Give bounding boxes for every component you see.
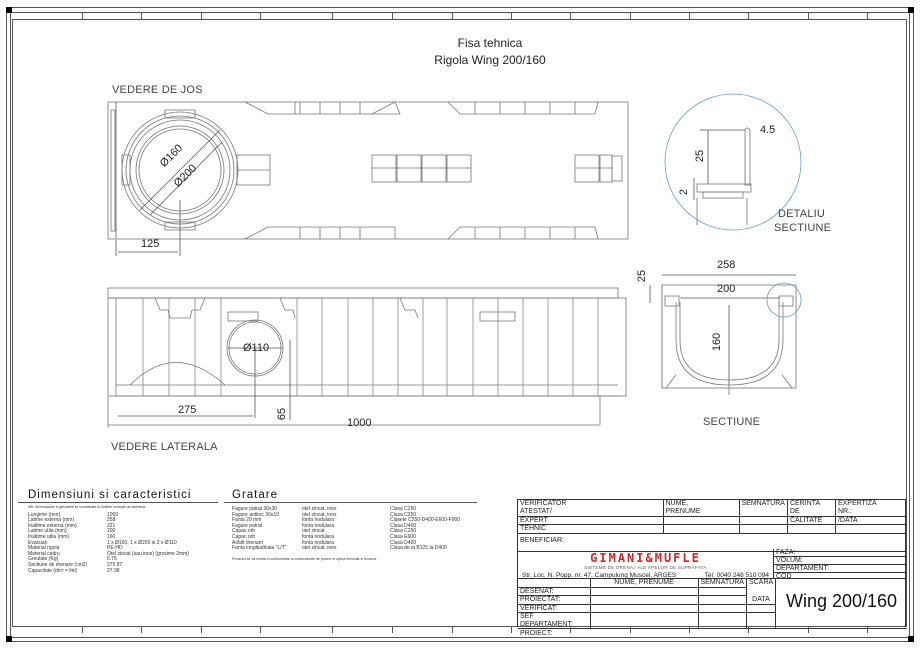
dim-275: 275: [178, 404, 197, 416]
grates-rule: [224, 502, 477, 503]
spec-row: Sectiune de drenare (cm2)275.87: [28, 561, 123, 568]
title-line-2: Rigola Wing 200/160: [434, 53, 546, 67]
document-title: Fisa tehnica Rigola Wing 200/160: [380, 35, 600, 69]
spec-row: Lungime (mm)1000: [28, 511, 119, 518]
specs-table: Lungime (mm)1000 Latime externa (mm)258 …: [28, 511, 218, 575]
product-code: Wing 200/160: [785, 590, 898, 611]
signatures-table: NUME, PRENUME SEMNATURA SCARA Wing 200/1…: [518, 578, 907, 639]
company-logo-block: GIMANI&MUFLE SISTEME DE DRENAJ ALE APELO…: [518, 549, 774, 579]
corner-mark: [6, 636, 12, 642]
section-label: SECTIUNE: [703, 416, 761, 428]
sheet-middle-border: [10, 12, 910, 638]
side-view-label: VEDERE LATERALA: [111, 441, 218, 453]
company-logo: GIMANI&MUFLE: [590, 551, 701, 565]
section-drawing: [649, 274, 802, 395]
grid-ticks-top: [12, 13, 907, 19]
detail-label-1: DETALIU: [778, 208, 826, 220]
spec-row: Inaltime utila (mm)160: [28, 533, 116, 540]
spec-row: Latime externa (mm)258: [28, 517, 116, 524]
sheet-outer-border: [6, 7, 914, 642]
sheet-inner-border: [12, 19, 907, 627]
specs-title: Dimensiuni si caracteristici: [28, 489, 192, 501]
company-tagline: SISTEME DE DRENAJ ALE APELOR DE SUPRAFAT…: [584, 565, 707, 570]
spec-row: Greutate (Kg)5.75: [28, 556, 117, 563]
specs-rule: [18, 502, 218, 503]
side-view-drawing: [107, 287, 627, 428]
dim-25-detail: 25: [694, 149, 707, 163]
specs-section: Dimensiuni si caracteristici NB: Dimensi…: [18, 489, 218, 575]
dim-125: 125: [141, 238, 160, 250]
detail-drawing: [664, 93, 802, 231]
spec-row: Inaltime externa (mm)221: [28, 522, 116, 529]
spec-row: Capacitate (dm³ = litri)27.98: [28, 567, 120, 574]
corner-mark: [908, 636, 914, 642]
dim-1000: 1000: [347, 417, 372, 429]
dim-d110: Ø110: [243, 342, 270, 354]
dim-25-section: 25: [636, 269, 649, 283]
company-address: Str. Loc. N. Popp, nr. 47, Campulung Mus…: [522, 572, 677, 579]
bottom-view-drawing: [107, 101, 629, 256]
grates-note: Produsul se va monta in conformitate cu …: [232, 556, 378, 561]
spec-row: Latime utila (mm)200: [28, 528, 116, 535]
corner-mark: [908, 7, 914, 13]
dim-160-section: 160: [711, 332, 724, 352]
dim-2-detail: 2: [678, 188, 691, 196]
dim-200-section: 200: [717, 283, 736, 295]
dim-258: 258: [717, 259, 736, 271]
corner-mark: [6, 7, 12, 13]
detail-label-2: SECTIUNE: [774, 222, 832, 234]
proiect-label: PROIECT:: [520, 630, 553, 637]
title-line-1: Fisa tehnica: [457, 36, 523, 50]
beneficiar-label: BENEFICIAR:: [520, 536, 564, 544]
specs-note: NB: Dimensiunile si greutatile se incadr…: [28, 505, 147, 509]
grates-title: Gratare: [232, 489, 278, 501]
dim-65: 65: [276, 407, 289, 421]
grate-row: Fanta longitudinala "L/T"otel zincat, in…: [232, 545, 447, 552]
dim-4-5: 4.5: [760, 124, 776, 136]
company-phone: Tel: 0040 248 510 094: [704, 572, 769, 579]
project-meta: FAZA: VOLUM: DEPARTAMENT: COD: [774, 549, 907, 580]
bottom-view-label: VEDERE DE JOS: [112, 84, 203, 96]
